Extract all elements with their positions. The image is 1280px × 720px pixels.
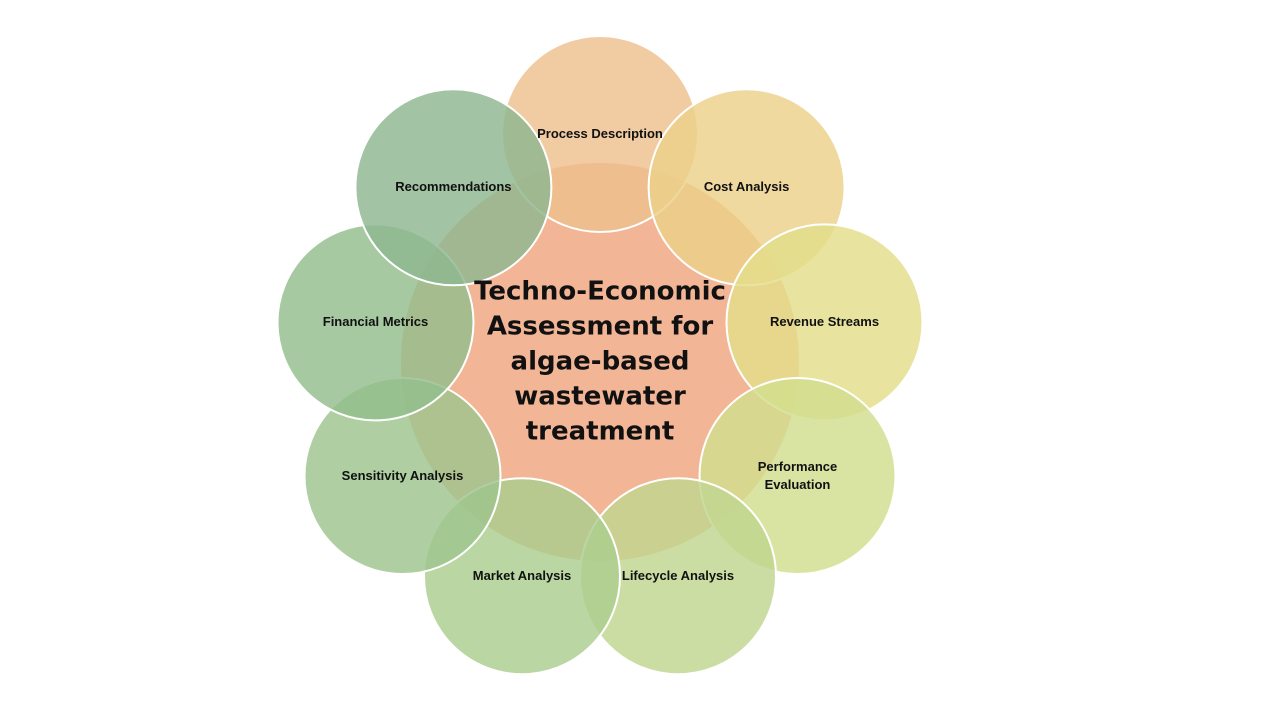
- center-title-line: Techno-Economic: [474, 276, 726, 307]
- node-label-line: Sensitivity Analysis: [341, 468, 464, 483]
- node-label-line: Lifecycle Analysis: [621, 568, 735, 584]
- node-label-process-description: Process Description: [525, 125, 675, 143]
- center-title-line: Assessment for: [486, 311, 714, 342]
- node-label-cost-analysis: Cost Analysis: [672, 178, 822, 196]
- node-label-sensitivity-analysis: Sensitivity Analysis: [328, 467, 478, 485]
- node-label-recommendations: Recommendations: [378, 178, 528, 196]
- node-label-line: Cost Analysis: [703, 179, 790, 195]
- center-title-line: treatment: [525, 416, 675, 447]
- node-label-lifecycle-analysis: Lifecycle Analysis: [603, 567, 753, 585]
- node-label-line: Market Analysis: [472, 568, 572, 584]
- node-label-line: Process Description: [537, 126, 663, 141]
- node-label-line: Performance: [757, 459, 838, 474]
- node-label-line: Financial Metrics: [322, 314, 429, 330]
- node-label-financial-metrics: Financial Metrics: [301, 313, 451, 331]
- center-title-line: wastewater: [514, 381, 686, 412]
- center-title-line: algae-based: [510, 346, 690, 377]
- node-label-revenue-streams: Revenue Streams: [750, 313, 900, 331]
- node-label-market-analysis: Market Analysis: [447, 567, 597, 585]
- node-circle-recommendations: [354, 88, 553, 287]
- node-label-line: Recommendations: [395, 179, 512, 195]
- node-label-line: Evaluation: [764, 477, 831, 492]
- node-label-line: Revenue Streams: [769, 314, 880, 330]
